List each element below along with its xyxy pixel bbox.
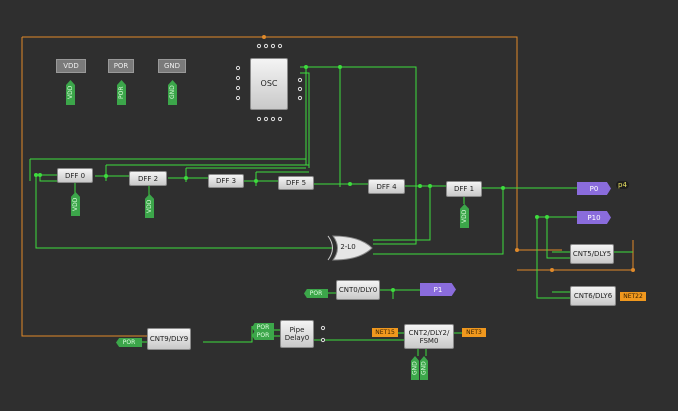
green-wires [29,66,633,356]
cnt0-por-tag[interactable]: POR [304,289,328,298]
cnt2-fsm-block[interactable]: CNT2/DLY2/ FSM0 [404,324,454,349]
pipe-delay-block[interactable]: Pipe Delay0 [280,320,314,348]
dff1-vdd-tag[interactable]: VDD [460,204,469,228]
por-supply[interactable]: POR [108,59,134,73]
vdd-tag[interactable]: VDD [66,80,75,105]
dff0-vdd-tag[interactable]: VDD [71,192,80,216]
gnd-tag[interactable]: GND [168,80,177,105]
p1-pin-tag[interactable]: P1 [420,283,456,296]
xor-gate-shape [327,235,373,261]
p10-pin-tag[interactable]: P10 [577,211,611,224]
cnt2-gnd-tag-2[interactable]: GND [420,356,428,380]
cnt2-gnd-tag-1[interactable]: GND [411,356,419,380]
pipe-por-tag-1[interactable]: POR [252,323,274,332]
p4-label: p4 [616,181,629,189]
vdd-supply[interactable]: VDD [56,59,86,73]
cnt6-block[interactable]: CNT6/DLY6 [570,286,616,306]
net15-tag[interactable]: NET15 [372,328,398,337]
orange-dots [262,35,635,272]
cnt2-line1: CNT2/DLY2/ [408,328,450,337]
gnd-supply[interactable]: GND [158,59,186,73]
cnt9-por-tag[interactable]: POR [116,338,142,347]
dff-0-block[interactable]: DFF 0 [57,168,93,183]
junction-dots [34,65,549,292]
pipe-delay-line1: Pipe [289,326,305,334]
net3-tag[interactable]: NET3 [462,328,486,337]
dff-1-block[interactable]: DFF 1 [446,181,482,197]
pipe-por-tag-2[interactable]: POR [252,331,274,340]
osc-pins [235,43,326,343]
dff-5-block[interactable]: DFF 5 [278,176,314,190]
xor-gate-label[interactable]: 2-L0 [340,243,356,251]
dff-3-block[interactable]: DFF 3 [208,174,244,188]
cnt2-line2: FSM0 [419,336,439,345]
pipe-delay-line2: Delay0 [284,334,310,342]
dff-2-block[interactable]: DFF 2 [129,171,167,186]
cnt0-block[interactable]: CNT0/DLY0 [336,280,380,300]
osc-block[interactable]: OSC [250,58,288,110]
por-tag[interactable]: POR [117,80,126,105]
dff-4-block[interactable]: DFF 4 [368,179,405,194]
cnt9-block[interactable]: CNT9/DLY9 [147,328,191,350]
p0-pin-tag[interactable]: P0 [577,182,611,195]
cnt5-block[interactable]: CNT5/DLY5 [570,244,614,264]
dff2-vdd-tag[interactable]: VDD [145,194,154,218]
net22-tag[interactable]: NET22 [620,292,646,301]
